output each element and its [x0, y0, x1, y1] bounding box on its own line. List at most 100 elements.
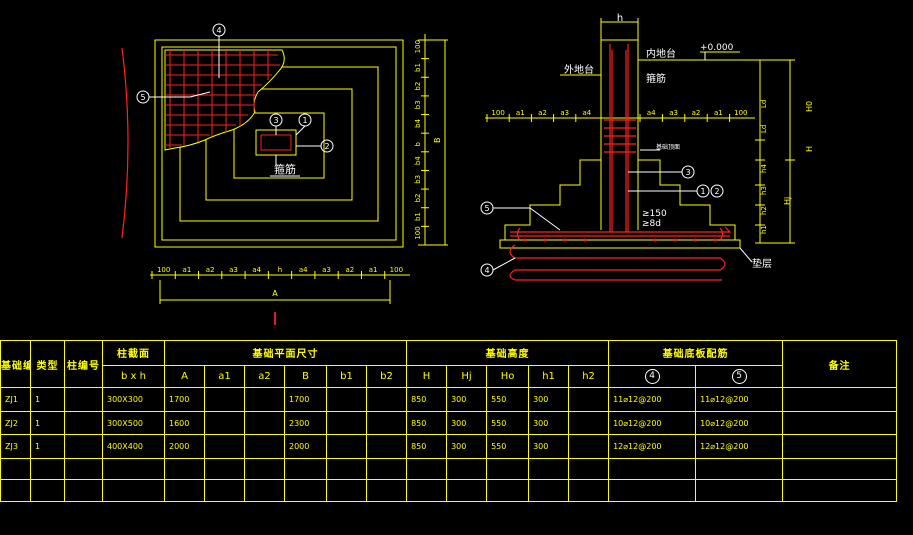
sub-b2: b2 — [365, 364, 408, 389]
cell-col — [64, 434, 103, 459]
plan-bottom-dim-4: a4 — [252, 266, 261, 274]
cell-A: 1700 — [164, 387, 205, 412]
cell-a2 — [244, 387, 285, 412]
cell-code: ZJ2 — [0, 410, 31, 436]
plan-bottom-label: A — [272, 289, 278, 298]
plan-bottom-dim-3: a3 — [229, 266, 238, 274]
section-cushion-label: 垫层 — [752, 257, 772, 270]
plan-right-dims — [418, 34, 448, 246]
cell-empty — [244, 479, 285, 502]
cell-empty — [528, 479, 570, 502]
cell-h2 — [568, 410, 610, 436]
sub-rebar-4: 4 — [608, 364, 697, 389]
cell-h2 — [568, 434, 610, 459]
plan-right-dim-9: b1 — [414, 212, 422, 221]
cell-r4: 11⌀12@200 — [608, 387, 697, 412]
section-rebar-dots — [523, 238, 717, 242]
section-label-H0: H0 — [805, 101, 814, 112]
section-callout-5: 5 — [484, 204, 489, 213]
cell-empty — [0, 457, 31, 481]
cell-empty — [64, 457, 103, 481]
section-left-dim-3: a3 — [560, 109, 569, 117]
section-rebar-note-1: ≥150 — [642, 209, 667, 219]
section-vert-dim-4: h2 — [760, 206, 768, 215]
plan-bottom-dim-2: a2 — [206, 266, 215, 274]
cell-empty — [608, 479, 697, 502]
cell-empty — [102, 457, 165, 481]
cell-b1 — [326, 434, 367, 459]
section-callout-4: 4 — [484, 266, 489, 275]
cell-empty — [284, 479, 327, 502]
cell-Ho: 550 — [486, 410, 530, 436]
section-vert-dim-0: Ld — [760, 100, 768, 108]
section-h-label: h — [617, 13, 623, 24]
sub-Hj: Hj — [446, 364, 488, 389]
cell-Ho: 550 — [486, 434, 530, 459]
plan-annotations — [136, 23, 334, 177]
cell-empty — [164, 479, 205, 502]
section-stirrup-label: 箍筋 — [646, 72, 666, 85]
section-right-dim-1: a3 — [669, 109, 678, 117]
header-section: 柱截面 — [102, 340, 165, 366]
cell-B: 2000 — [284, 434, 327, 459]
sub-section: b x h — [102, 364, 165, 389]
section-left-dim-1: a1 — [516, 109, 525, 117]
section-left-dim-2: a2 — [538, 109, 547, 117]
cell-a1 — [204, 410, 245, 436]
cell-empty — [326, 479, 367, 502]
section-callout-texts: 3 1 2 5 4 — [484, 168, 719, 275]
cell-empty — [204, 479, 245, 502]
cell-code: ZJ1 — [0, 387, 31, 412]
plan-right-dim-7: b3 — [414, 175, 422, 184]
sub-h1: h1 — [528, 364, 570, 389]
header-code: 基础编号 — [0, 339, 31, 389]
cell-empty — [782, 479, 898, 502]
cell-H: 850 — [406, 410, 448, 436]
sub-A: A — [164, 364, 205, 389]
header-column: 柱编号 — [64, 339, 103, 389]
cell-empty — [406, 479, 448, 502]
cell-empty — [446, 479, 488, 502]
cell-type: 1 — [30, 434, 65, 459]
cell-b1 — [326, 410, 367, 436]
plan-bottom-dim-0: 100 — [157, 266, 170, 274]
header-rebar: 基础底板配筋 — [608, 340, 784, 366]
sub-rebar-5: 5 — [695, 364, 784, 389]
cell-empty — [0, 479, 31, 502]
section-left-dim-4: a4 — [583, 109, 592, 117]
cell-b2 — [365, 434, 408, 459]
section-elevation: +0.000 — [700, 43, 734, 53]
cell-note — [782, 434, 898, 459]
header-plan: 基础平面尺寸 — [163, 340, 408, 366]
plan-bottom-dim-5: h — [278, 266, 282, 274]
cell-empty — [244, 457, 285, 481]
foundation-schedule-table: 基础编号 类型 柱编号 柱截面 基础平面尺寸 基础高度 基础底板配筋 备注 b … — [0, 339, 898, 502]
cell-empty — [695, 457, 784, 481]
cell-empty — [365, 457, 408, 481]
cell-empty — [30, 457, 65, 481]
plan-right-dim-0: 100 — [414, 40, 422, 53]
cell-b2 — [365, 410, 408, 436]
cell-a2 — [244, 434, 285, 459]
sub-b1: b1 — [326, 364, 367, 389]
section-callout-1: 1 — [700, 187, 705, 196]
cell-Hj: 300 — [446, 410, 488, 436]
cell-empty — [568, 457, 610, 481]
plan-right-dim-2: b2 — [414, 82, 422, 91]
section-inner-label: 内地台 — [646, 47, 676, 60]
cell-empty — [164, 457, 205, 481]
plan-callout-3: 3 — [273, 116, 278, 125]
section-small-note: 基础顶面 — [656, 143, 680, 151]
cell-r5: 12⌀12@200 — [695, 434, 784, 459]
section-callout-3: 3 — [685, 168, 690, 177]
section-labels: h 内地台 外地台 +0.000 箍筋 ≥150 ≥8d 基础顶面 垫层 — [564, 13, 772, 270]
cell-r4: 10⌀12@200 — [608, 410, 697, 436]
cell-r5: 11⌀12@200 — [695, 387, 784, 412]
cell-type: 1 — [30, 410, 65, 436]
cell-code: ZJ3 — [0, 434, 31, 459]
cell-b2 — [365, 387, 408, 412]
plan-right-dim-1: b1 — [414, 63, 422, 72]
plan-callout-texts: 4 5 3 1 2 — [140, 26, 329, 151]
